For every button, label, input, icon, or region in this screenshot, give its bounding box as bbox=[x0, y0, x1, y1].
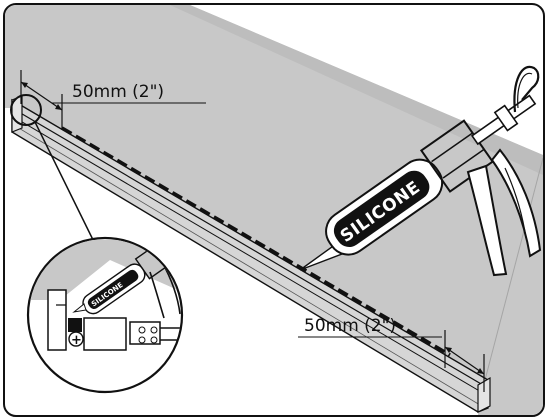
dimension-top: 50mm (2") bbox=[20, 70, 206, 130]
silicone-bead bbox=[61, 126, 451, 357]
dimension-bottom: 50mm (2") bbox=[298, 316, 485, 392]
dimension-label-bottom: 50mm (2") bbox=[304, 316, 396, 336]
panel bbox=[5, 5, 543, 415]
detail-leader bbox=[34, 121, 99, 251]
plus-screw-icon bbox=[68, 331, 84, 347]
dimension-label-top: 50mm (2") bbox=[72, 82, 164, 102]
detail-marker bbox=[10, 94, 42, 126]
inset-plus-symbol: + bbox=[71, 333, 82, 348]
frame-rail bbox=[11, 95, 491, 413]
silicone-gun-icon: SILICONE bbox=[299, 65, 542, 277]
